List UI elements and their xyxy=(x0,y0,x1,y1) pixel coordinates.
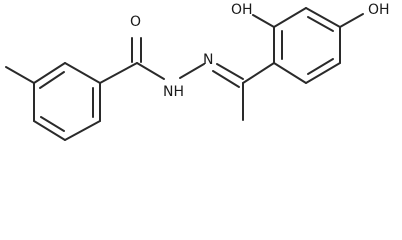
oh-right-bond xyxy=(339,13,364,28)
chemical-structure-diagram: O NH N OH OH xyxy=(5,2,390,141)
hydroxyl-top-label: OH xyxy=(231,2,253,18)
imine-double-bond-b xyxy=(212,70,240,88)
imine-double-bond-a xyxy=(216,63,244,80)
imine-nitrogen-label: N xyxy=(203,52,213,68)
imine-ring-bond xyxy=(242,62,275,84)
oh-top-bond xyxy=(252,14,275,28)
dihydroxyphenyl-ring xyxy=(273,7,341,84)
nh-label: NH xyxy=(163,84,184,100)
carbonyl-nh-bond xyxy=(136,62,165,80)
ring-carbonyl-bond xyxy=(99,62,138,84)
methyl-bond xyxy=(5,66,35,84)
benzoyl-ring xyxy=(33,62,101,141)
nh-n-bond xyxy=(179,63,205,79)
carbonyl-oxygen-label: O xyxy=(130,14,141,30)
hydroxyl-right-label: OH xyxy=(368,2,390,18)
